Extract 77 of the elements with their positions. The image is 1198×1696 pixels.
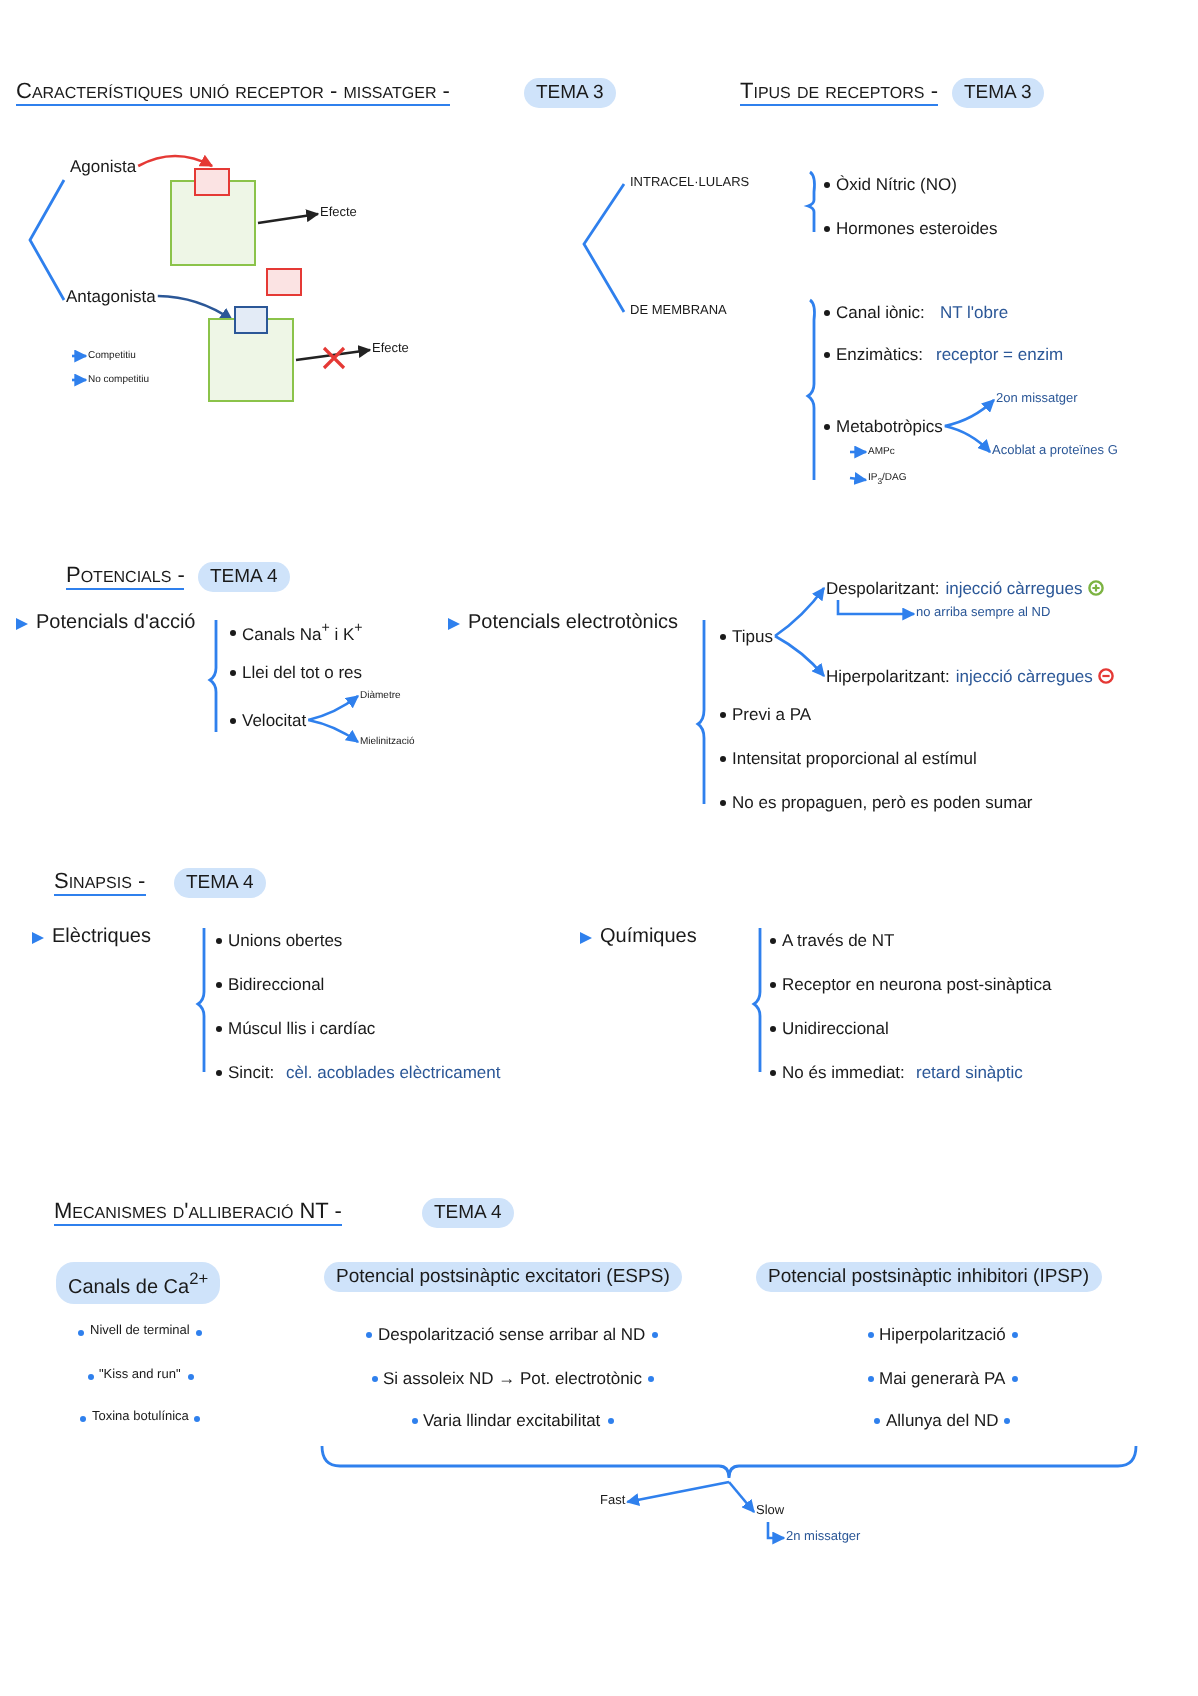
list-item: Intensitat proporcional al estímul [732, 748, 977, 768]
term-text: Agonista [70, 156, 137, 176]
topic-badge: TEMA 3 [952, 78, 1044, 108]
arrow [157, 294, 234, 322]
arrow [944, 399, 995, 428]
arrow [626, 1480, 730, 1507]
definition-text: injecció càrregues [955, 666, 1093, 686]
list-item: Llei del tot o res [242, 662, 363, 682]
section-heading: Mecanismes d'alliberació NT - [54, 1200, 342, 1226]
list-item: Canals Na$^{+}$ i K$^{+}$ [242, 618, 363, 644]
list-item: Sincit: [228, 1062, 275, 1082]
arrow [295, 345, 372, 362]
definition-text: receptor = enzim [936, 344, 1064, 364]
definition-text: retard sinàptic [916, 1062, 1023, 1082]
list-item: Òxid Nítric (NO) [836, 174, 957, 194]
list-item: Receptor en neurona post-sinàptica [782, 974, 1052, 994]
small-square [234, 306, 268, 334]
topic-badge: TEMA 4 [198, 562, 290, 592]
arrow [257, 209, 320, 225]
heading-badge: Potencial postsinàptic excitatori (ESPS) [324, 1262, 682, 1292]
topic-text: Potencials d'acció [36, 612, 196, 636]
arrow [774, 586, 826, 638]
section-heading: Tipus de receptors - [740, 80, 938, 106]
list-item: Enzimàtics: [836, 344, 923, 364]
arrow [836, 600, 916, 621]
list-item: Metabotròpics [836, 416, 943, 436]
topic-badge: TEMA 4 [422, 1198, 514, 1228]
list-item: Tipus [732, 626, 773, 646]
list-item: Allunya del ND [886, 1410, 999, 1430]
large-rectangle [208, 318, 294, 402]
list-item: Unidireccional [782, 1018, 889, 1038]
arrow [72, 373, 88, 387]
topic-text: Potencials electrotònics [468, 612, 679, 636]
list-item: Bidireccional [228, 974, 325, 994]
small-square [194, 168, 230, 196]
arrow [850, 445, 868, 459]
list-item: Hormones esteroides [836, 218, 998, 238]
arrow [774, 634, 825, 677]
arrow [308, 718, 360, 744]
list-item: Unions obertes [228, 930, 343, 950]
definition-text: NT l'obre [940, 302, 1009, 322]
topic-badge: TEMA 3 [524, 78, 616, 108]
definition-text: cèl. acoblades elèctricament [286, 1062, 501, 1082]
arrow [766, 1522, 786, 1545]
large-rectangle [170, 180, 256, 266]
topic-text: Elèctriques [52, 926, 151, 950]
list-item: Previ a PA [732, 704, 812, 724]
arrow [72, 349, 88, 363]
list-item: No es propaguen, però es poden sumar [732, 792, 1033, 812]
section-heading: Característiques unió receptor - missatger - [16, 80, 450, 106]
definition-text: injecció càrregues [945, 578, 1083, 598]
curly-brace [316, 1442, 1142, 1482]
arrow [849, 472, 868, 485]
arrow [137, 154, 214, 168]
list-item: Múscul llis i cardíac [228, 1018, 376, 1038]
heading-badge: Canals de Ca$^{2+}$ [56, 1262, 221, 1305]
topic-badge: TEMA 4 [174, 868, 266, 898]
arrow [944, 424, 991, 453]
list-item: A través de NT [782, 930, 895, 950]
list-item: Velocitat [242, 710, 307, 730]
small-square [266, 268, 302, 296]
topic-text: Químiques [600, 926, 697, 950]
list-item: No és immediat: [782, 1062, 905, 1082]
heading-badge: Potencial postsinàptic inhibitori (IPSP) [756, 1262, 1102, 1292]
term-text: Hiperpolaritzant: [826, 666, 950, 686]
list-item: Hiperpolarització [879, 1324, 1006, 1344]
arrow [307, 694, 360, 722]
term-text: Despolaritzant: [826, 578, 940, 598]
list-item: Si assoleix ND → Pot. electrotònic [383, 1368, 642, 1388]
term-text: Antagonista [66, 286, 156, 306]
arrow [728, 1481, 755, 1513]
list-item: Varia llindar excitabilitat [423, 1410, 601, 1430]
list-item: Mai generarà PA [879, 1368, 1006, 1388]
section-heading: Sinapsis - [54, 870, 146, 896]
section-heading: Potencials - [66, 564, 185, 590]
list-item: Canal iònic: [836, 302, 925, 322]
list-item: Despolarització sense arribar al ND [378, 1324, 646, 1344]
